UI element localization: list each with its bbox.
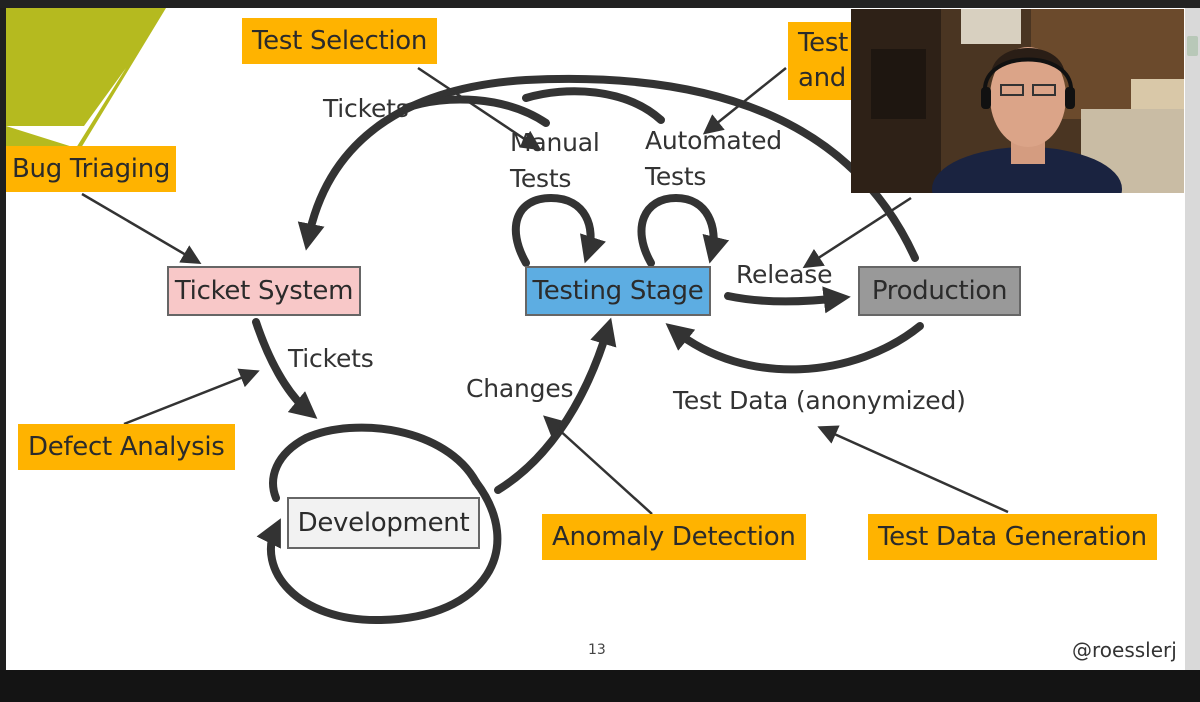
pointer-test-data-generation (817, 425, 1009, 514)
test-data-generation-callout: Test Data Generation (868, 514, 1157, 560)
test-and-callout: Test and (788, 22, 859, 101)
development-loop-top (269, 423, 480, 502)
arrow-tickets-to-development (252, 318, 318, 419)
automated-tests-loop (637, 193, 730, 267)
anomaly-detection-callout: Anomaly Detection (542, 514, 806, 560)
author-handle: @roesslerj (1072, 638, 1177, 662)
production-node: Production (858, 266, 1021, 316)
arrow-automated-to-tickets (522, 87, 665, 124)
presenter-image (851, 9, 1184, 193)
automated-tests-label-1: Automated (645, 126, 782, 155)
arrow-manual-to-tickets (402, 95, 550, 127)
defect-analysis-callout: Defect Analysis (18, 424, 235, 470)
pointer-bug-triaging (81, 192, 202, 265)
testing-stage-node: Testing Stage (525, 266, 711, 316)
pointer-defect-analysis (123, 368, 260, 426)
logo-icon (6, 8, 166, 148)
test-and-line-2: and (798, 63, 847, 94)
arrow-production-to-tickets (297, 74, 919, 262)
arrow-development-to-testing (494, 317, 617, 494)
development-node: Development (287, 497, 480, 549)
diagram-arrows (6, 8, 1009, 625)
window-top-bar (0, 0, 1200, 8)
tickets-label-top: Tickets (323, 94, 409, 123)
pointer-test-and (702, 67, 787, 135)
test-selection-callout: Test Selection (242, 18, 438, 64)
ticket-system-node: Ticket System (167, 266, 361, 316)
manual-tests-label-1: Manual (510, 128, 600, 157)
side-scrollbar[interactable] (1185, 8, 1200, 670)
development-loop (256, 478, 502, 625)
changes-label: Changes (466, 374, 574, 403)
test-data-label: Test Data (anonymized) (673, 386, 966, 415)
pointer-anomaly-detection (543, 415, 653, 515)
arrow-production-to-testing (665, 322, 924, 374)
pointer-release (802, 196, 912, 269)
window-bottom-bar (0, 670, 1200, 702)
arrow-release (724, 286, 851, 314)
test-and-line-1: Test (798, 28, 849, 58)
panel-toggle-icon[interactable] (1187, 36, 1198, 56)
manual-tests-label-2: Tests (510, 164, 572, 193)
webcam-video (851, 9, 1184, 193)
automated-tests-label-2: Tests (645, 162, 707, 191)
pointer-test-selection (417, 66, 542, 151)
release-label: Release (736, 260, 833, 289)
page-number: 13 (588, 642, 606, 658)
bug-triaging-callout: Bug Triaging (6, 146, 177, 192)
tickets-label-mid: Tickets (288, 344, 374, 373)
manual-tests-loop (511, 193, 606, 267)
